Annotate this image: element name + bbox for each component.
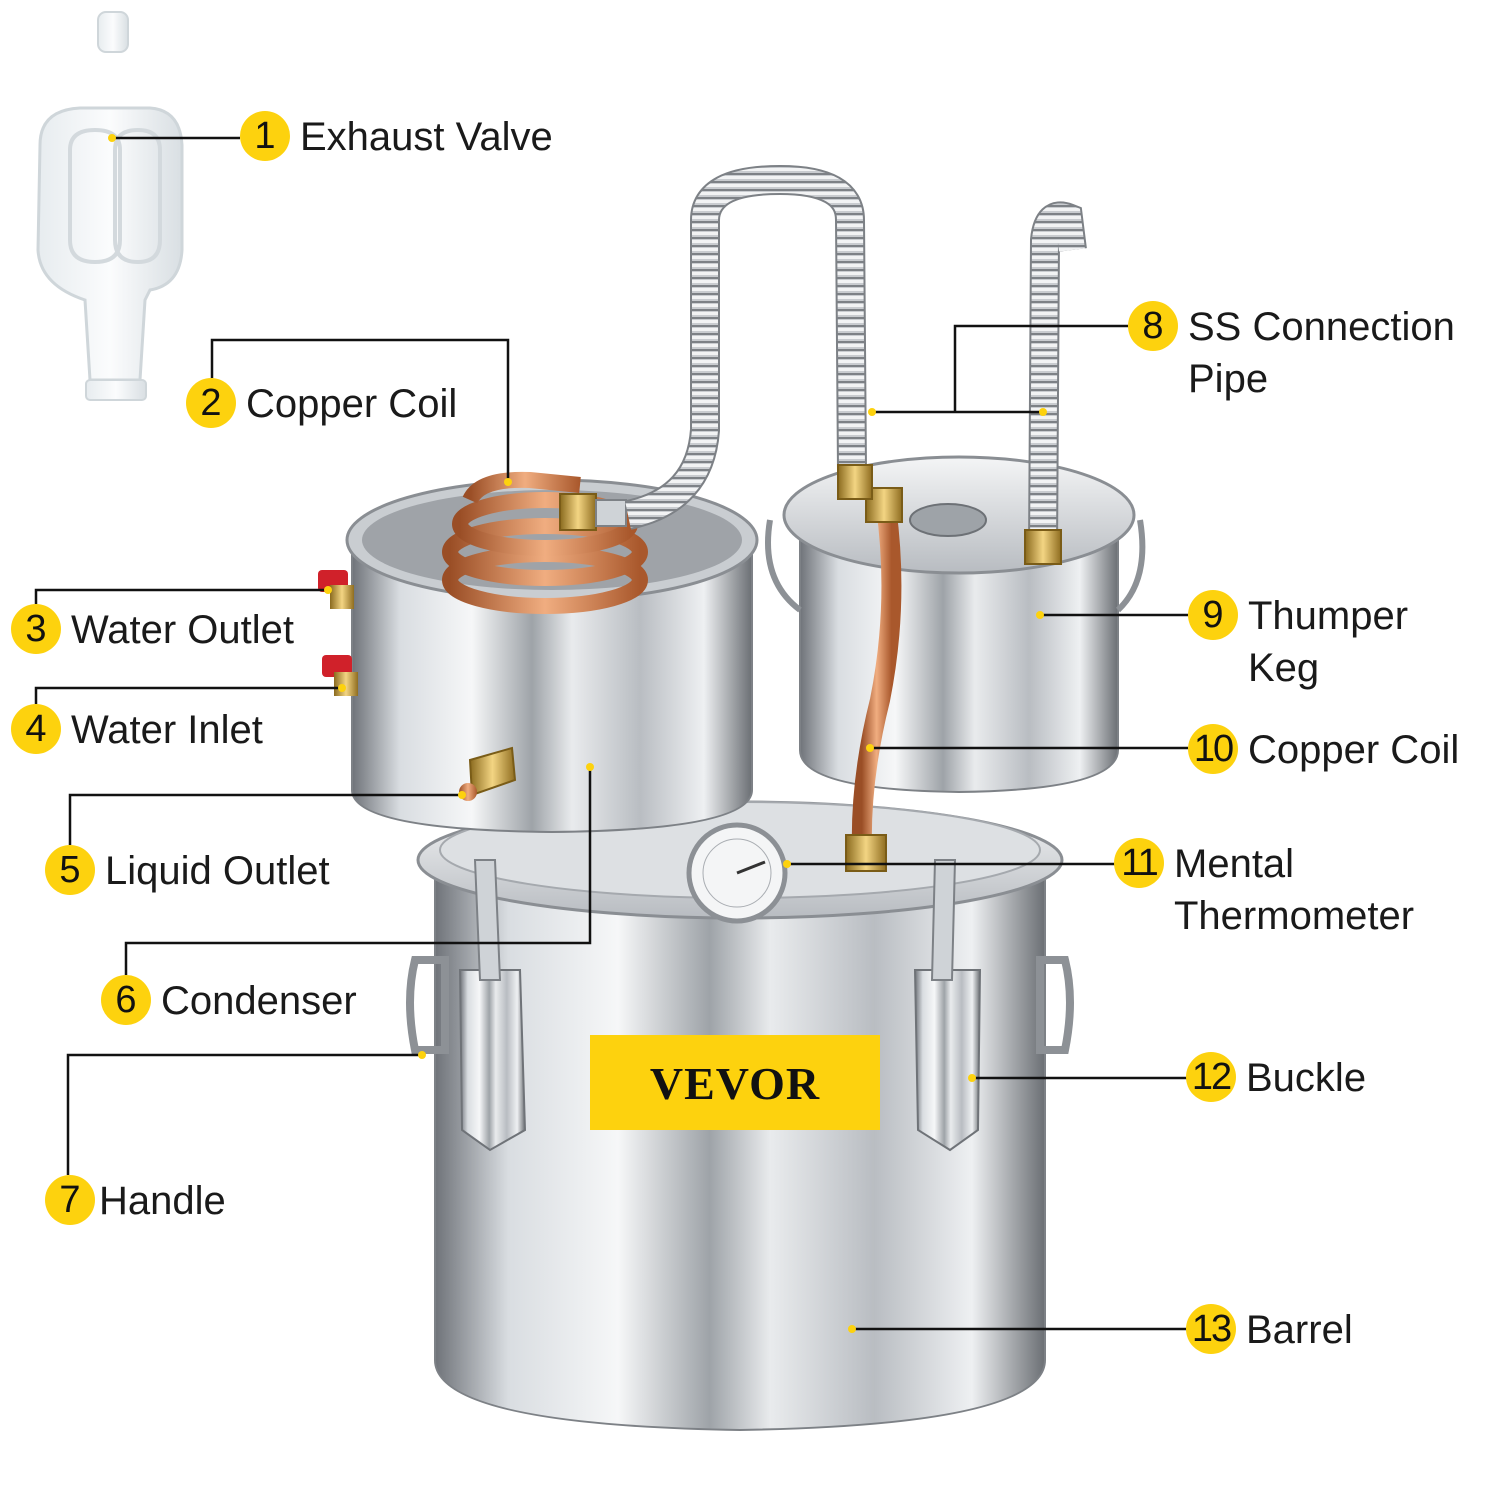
- callout-buckle: 12 Buckle: [1186, 1052, 1366, 1104]
- callout-number-badge: 12: [1186, 1052, 1236, 1102]
- callout-water-outlet: 3 Water Outlet: [11, 604, 294, 656]
- leader-lines: [34, 136, 1188, 1331]
- callout-label: Thumper Keg: [1248, 594, 1409, 690]
- callout-label: Exhaust Valve: [300, 115, 553, 159]
- leader-5: [68, 793, 462, 845]
- callout-number-badge: 1: [240, 111, 290, 161]
- callout-label: Liquid Outlet: [105, 849, 330, 893]
- water-inlet-valve: [322, 655, 352, 677]
- callout-water-inlet: 4 Water Inlet: [11, 704, 263, 756]
- callout-mental-thermometer: 11 Mental Thermometer: [1114, 838, 1464, 942]
- callout-label: Barrel: [1246, 1308, 1353, 1352]
- callout-number-badge: 4: [11, 704, 61, 754]
- ss-connection-pipes: [624, 164, 1087, 565]
- leader-4: [34, 686, 342, 704]
- callout-number-badge: 11: [1114, 838, 1164, 888]
- callout-number-badge: 7: [45, 1175, 95, 1225]
- callout-number-badge: 2: [186, 378, 236, 428]
- callout-thumper-keg: 9 Thumper Keg: [1188, 590, 1448, 694]
- callout-label: Buckle: [1246, 1056, 1367, 1100]
- exhaust-valve-airlock: [36, 11, 184, 401]
- callout-label: Water Outlet: [71, 608, 295, 652]
- callout-number-badge: 9: [1188, 590, 1238, 640]
- vevor-logo-plate: [590, 1035, 880, 1130]
- callout-number-badge: 5: [45, 845, 95, 895]
- callout-label: SS Connection Pipe: [1188, 305, 1455, 401]
- callout-number-badge: 13: [1186, 1304, 1236, 1354]
- callout-barrel: 13 Barrel: [1186, 1304, 1353, 1356]
- callout-number-badge: 8: [1128, 301, 1178, 351]
- leader-3: [34, 588, 328, 604]
- condenser: [318, 471, 759, 834]
- leader-8a: [953, 324, 1128, 412]
- callout-label: Condenser: [161, 979, 357, 1023]
- thermometer-dial: [686, 822, 788, 924]
- callout-condenser: 6 Condenser: [101, 975, 357, 1027]
- leader-dots: [108, 134, 1047, 1333]
- callout-label: Copper Coil: [1248, 728, 1460, 772]
- callout-label: Handle: [99, 1179, 226, 1223]
- callout-liquid-outlet: 5 Liquid Outlet: [45, 845, 330, 897]
- thumper-keg: [765, 455, 1146, 794]
- callout-label: Mental Thermometer: [1174, 842, 1415, 938]
- callout-number-badge: 6: [101, 975, 151, 1025]
- leader-7: [66, 1053, 422, 1175]
- callout-copper-coil-keg: 10 Copper Coil: [1188, 724, 1459, 776]
- leader-6: [124, 767, 592, 975]
- callout-number-badge: 10: [1188, 724, 1238, 774]
- leader-2: [210, 338, 510, 482]
- callout-number-badge: 3: [11, 604, 61, 654]
- callout-label: Water Inlet: [71, 708, 263, 752]
- callout-ss-connection-pipe: 8 SS Connection Pipe: [1128, 301, 1498, 405]
- callout-exhaust-valve: 1 Exhaust Valve: [240, 111, 553, 163]
- callout-copper-coil-condenser: 2 Copper Coil: [186, 378, 457, 430]
- callout-label: Copper Coil: [246, 382, 458, 426]
- vevor-logo: VEVOR: [650, 1058, 820, 1109]
- callout-handle: 7 Handle: [45, 1175, 226, 1227]
